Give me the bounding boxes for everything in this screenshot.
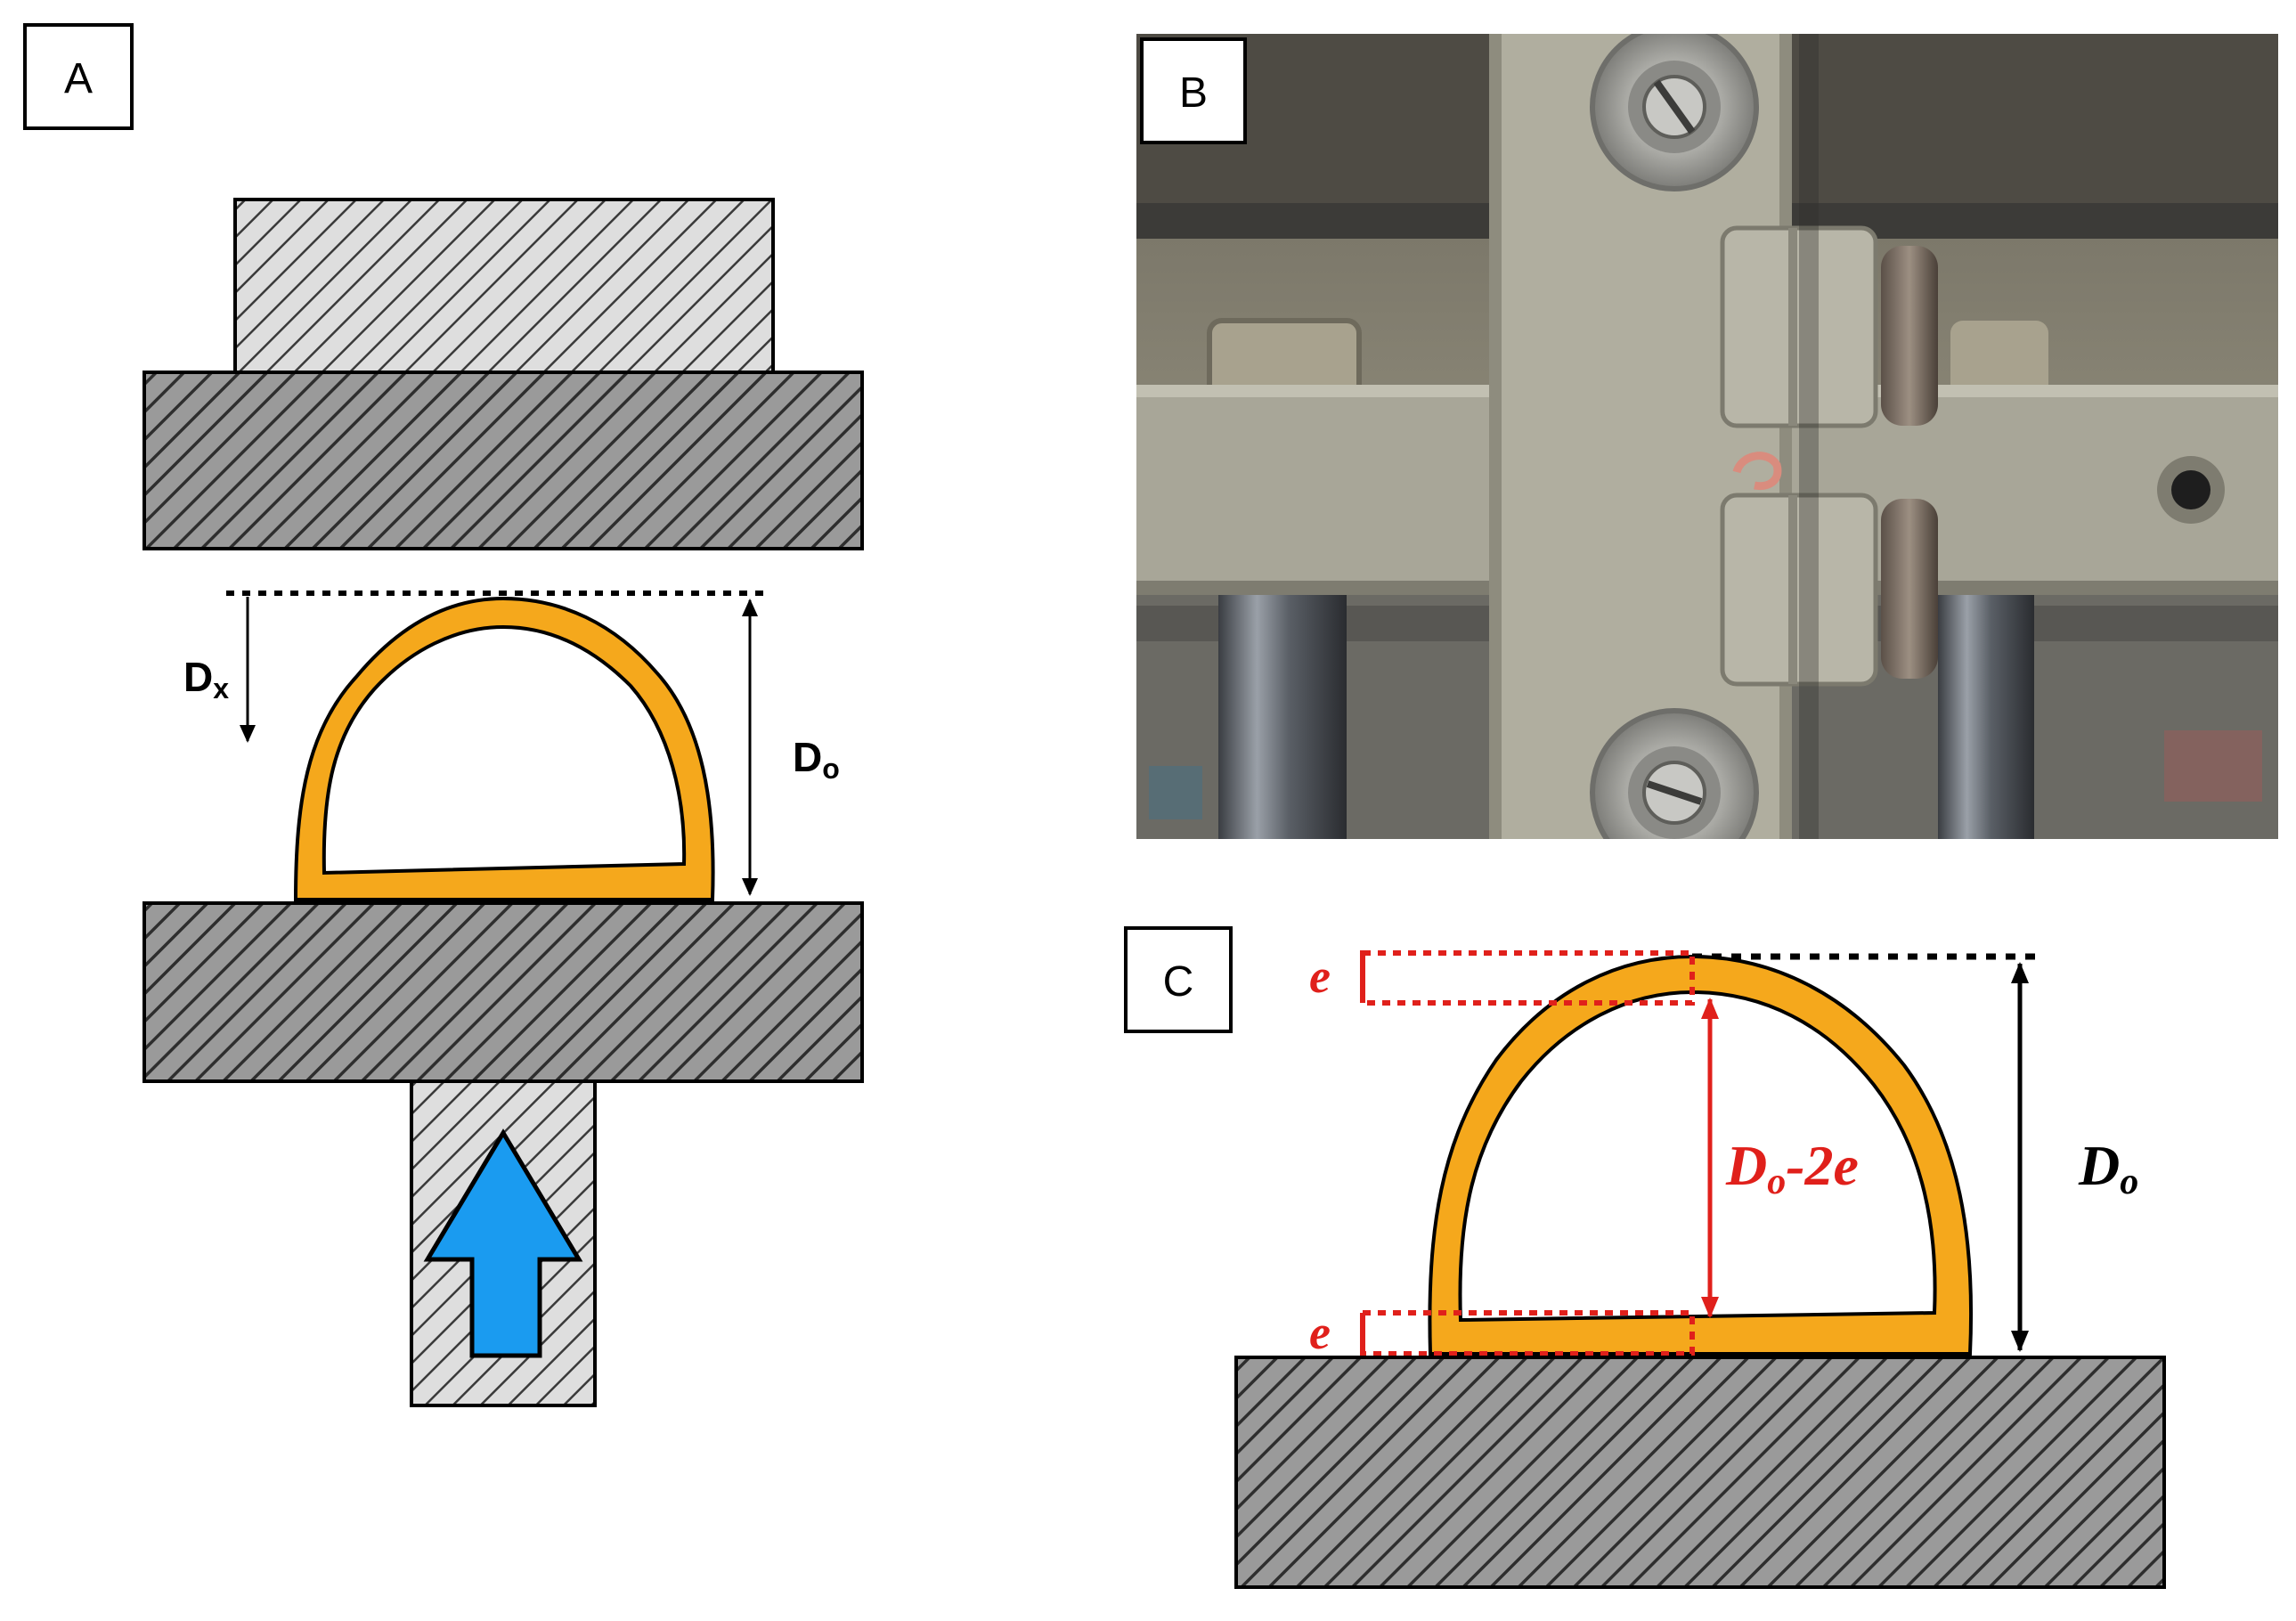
panel-a-label: A xyxy=(64,55,93,102)
e-bottom-label: e xyxy=(1309,1306,1331,1359)
e-top-label: e xyxy=(1309,949,1331,1003)
panel-a: A Dx Do xyxy=(23,23,864,1407)
panel-c-label: C xyxy=(1163,958,1194,1006)
upper-compression-plate xyxy=(142,371,864,550)
inner-height-label: Do-2e xyxy=(1725,1134,1859,1202)
d-shaped-sample-c xyxy=(1428,954,1974,1356)
upper-grip-block xyxy=(233,198,775,374)
panel-b: B xyxy=(1136,34,2278,839)
outer-height-label: Do xyxy=(2078,1134,2138,1202)
dx-label: Dx xyxy=(183,654,229,705)
bottom-thickness-box xyxy=(1360,1310,1695,1356)
d-shaped-sample xyxy=(293,596,715,901)
panel-c-label-box xyxy=(1124,926,1233,1033)
lower-compression-plate xyxy=(142,901,864,1083)
panel-b-label-box xyxy=(1140,37,1247,144)
up-arrow-icon xyxy=(423,1128,583,1358)
do-label: Do xyxy=(793,734,840,785)
panel-c: C e e Do-2e Do xyxy=(1124,926,2166,1589)
panel-a-label-box xyxy=(23,23,134,130)
panel-b-label: B xyxy=(1179,69,1208,117)
test-rig-photo xyxy=(1136,34,2278,839)
base-plate-c xyxy=(1234,1356,2166,1589)
